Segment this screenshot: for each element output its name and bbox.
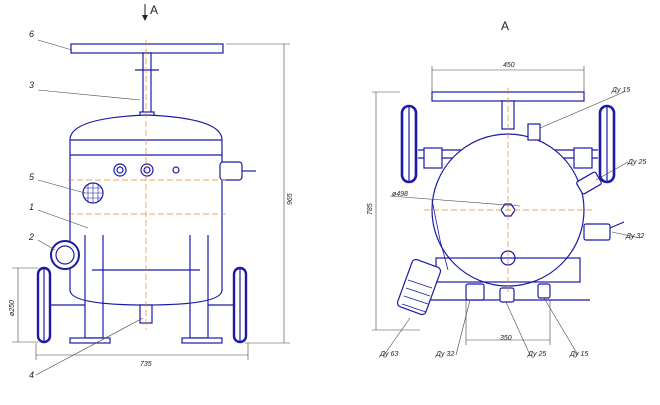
callout-2: 2 bbox=[28, 232, 34, 242]
callout-3: 3 bbox=[29, 80, 34, 90]
side-nozzle bbox=[219, 161, 243, 181]
nozzle-du32-right bbox=[583, 221, 625, 241]
callout-5: 5 bbox=[29, 172, 35, 182]
label-du25-right: Ду 25 bbox=[627, 159, 646, 166]
dim-wheel-dia: ø250 bbox=[9, 300, 16, 316]
view-title: A bbox=[501, 19, 509, 33]
view-arrow bbox=[142, 4, 148, 21]
dim-width-base: 735 bbox=[140, 361, 152, 368]
wheel-right bbox=[208, 266, 248, 344]
view-arrow-label: A bbox=[150, 3, 158, 17]
side-wheel-right bbox=[598, 104, 616, 184]
label-du32-right: Ду 32 bbox=[625, 233, 644, 240]
front-dimensions bbox=[12, 39, 290, 376]
nozzle-du15-bottom bbox=[537, 283, 551, 299]
dim-width-top: 450 bbox=[503, 62, 515, 69]
nozzle-du63 bbox=[396, 258, 442, 316]
callout-4: 4 bbox=[29, 370, 34, 380]
side-centerlines bbox=[424, 88, 592, 295]
label-du25-bottom: Ду 25 bbox=[527, 351, 546, 358]
vessel-body bbox=[69, 114, 223, 306]
front-view bbox=[36, 4, 256, 344]
front-centerlines bbox=[68, 40, 226, 330]
valve-stem bbox=[142, 52, 152, 114]
callout-6: 6 bbox=[29, 29, 34, 39]
pressure-gauge bbox=[50, 240, 80, 270]
label-du15-top: Ду 15 bbox=[611, 87, 630, 94]
callout-1: 1 bbox=[29, 202, 34, 212]
dim-height-side: 785 bbox=[367, 203, 374, 215]
nozzle-du25-bottom bbox=[499, 287, 515, 303]
dim-vessel-dia: ø498 bbox=[392, 191, 408, 198]
dim-base-gap: 350 bbox=[500, 335, 512, 342]
side-view bbox=[396, 91, 625, 316]
nozzle-du32-bottom bbox=[465, 283, 485, 301]
handwheel-plate bbox=[70, 43, 224, 54]
fitting-left bbox=[113, 163, 127, 177]
nozzle-du15-top bbox=[527, 123, 541, 141]
label-du63: Ду 63 bbox=[379, 351, 398, 358]
wheel-left bbox=[36, 266, 85, 344]
side-dimensions bbox=[372, 66, 641, 356]
fitting-center bbox=[140, 163, 154, 177]
label-du15-bottom: Ду 15 bbox=[569, 351, 588, 358]
dim-height-total: 965 bbox=[287, 193, 294, 205]
label-du32-bottom: Ду 32 bbox=[435, 351, 454, 358]
nozzle-du25-right bbox=[576, 171, 602, 195]
side-wheel-left bbox=[400, 104, 418, 184]
